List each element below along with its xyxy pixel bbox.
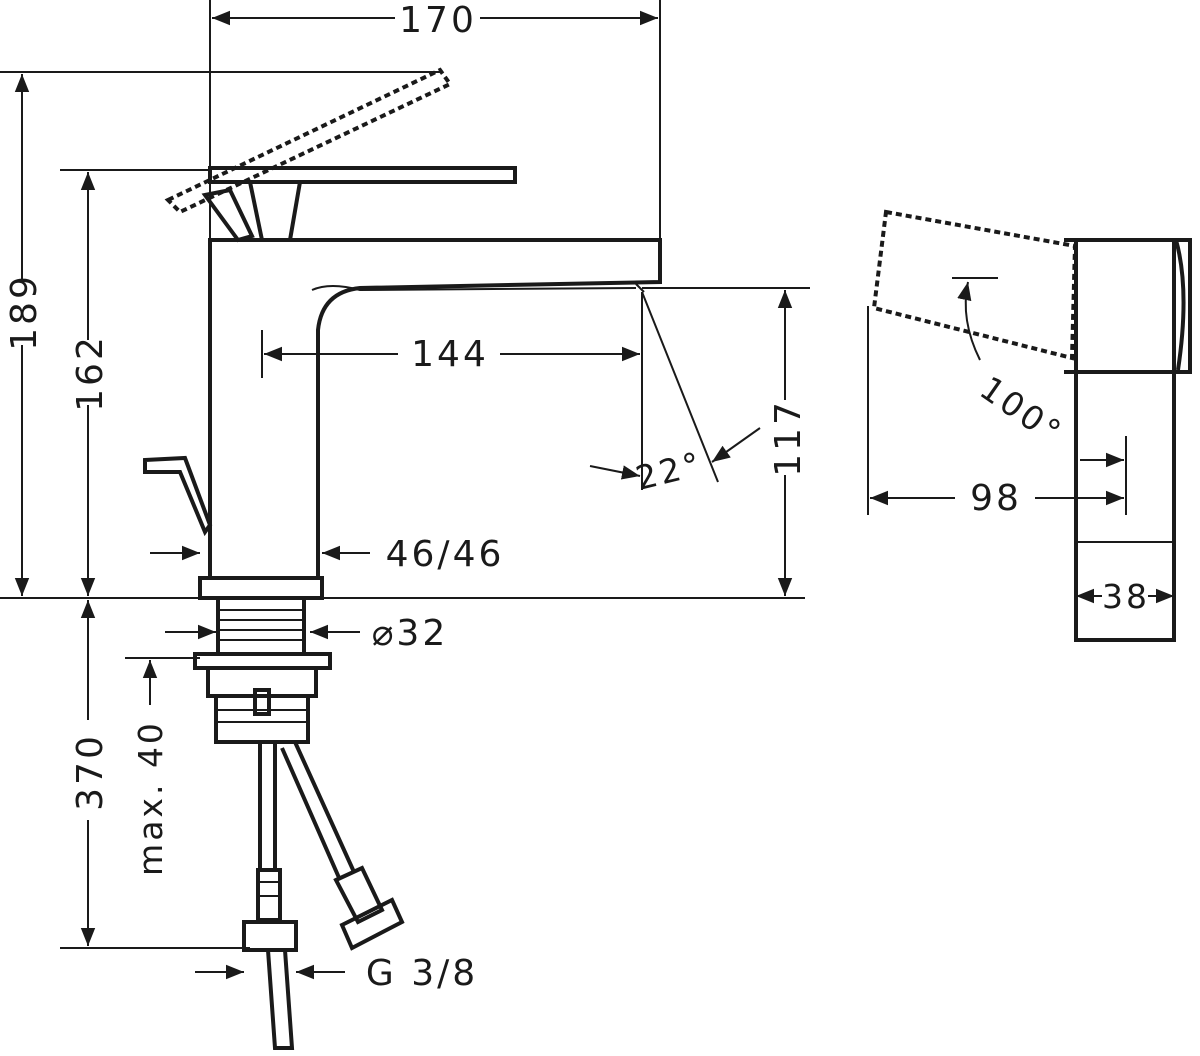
label-189: 189 (4, 273, 45, 351)
extension-lines (0, 0, 810, 949)
label-100-deg: 100° (973, 368, 1070, 452)
label-dia-32: ⌀32 (372, 613, 448, 654)
label-117: 117 (768, 399, 809, 477)
label-162: 162 (70, 334, 111, 412)
label-370: 370 (70, 733, 111, 811)
dimension-lines (14, 10, 1174, 980)
label-38: 38 (1102, 577, 1150, 616)
label-98: 98 (970, 478, 1022, 519)
faucet-front-view (143, 67, 662, 1050)
label-170: 170 (399, 0, 477, 41)
label-max-40: max. 40 (131, 720, 170, 876)
label-144: 144 (411, 334, 489, 375)
label-46-46: 46/46 (386, 534, 505, 575)
faucet-side-view (871, 209, 1192, 642)
label-g-3-8: G 3/8 (366, 953, 478, 994)
dimension-labels: 170 189 162 144 117 22° 46/46 ⌀32 370 ma… (4, 0, 1150, 994)
